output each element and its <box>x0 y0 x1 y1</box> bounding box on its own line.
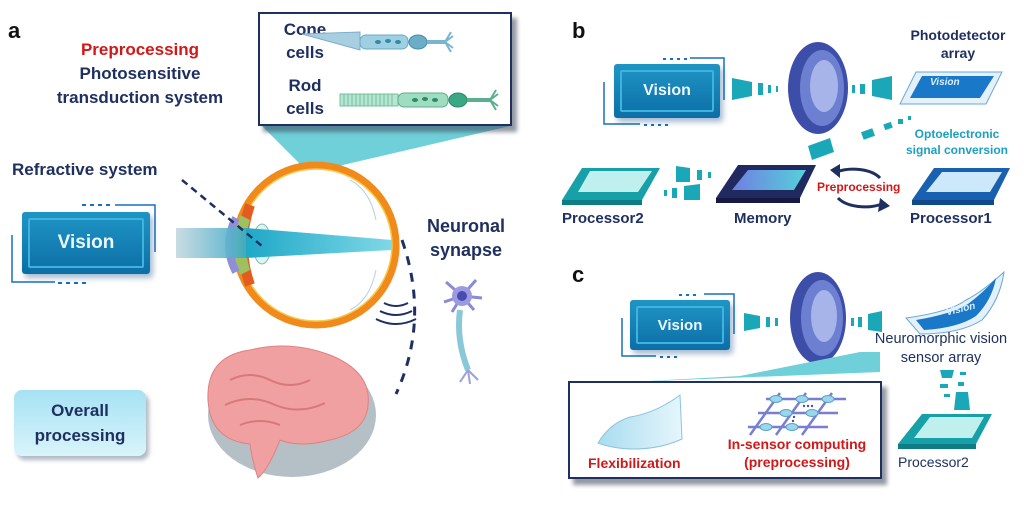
neuronal-line1: Neuronal <box>426 216 505 236</box>
rod-cell-icon <box>339 89 499 111</box>
refractive-system-label: Refractive system <box>12 160 158 179</box>
optoelectronic-label: Optoelectronic signal conversion <box>890 126 1024 158</box>
vision-box-b: Vision <box>614 64 720 118</box>
neuronal-line2: synapse <box>429 240 503 260</box>
cone-line2: cells <box>286 43 324 62</box>
vision-label-b: Vision <box>643 82 691 99</box>
features-inset: Flexibilization In-sensor computing (pre… <box>568 381 882 479</box>
neuromorphic-line1: Neuromorphic vision <box>874 331 1008 347</box>
neuromorphic-label: Neuromorphic vision sensor array <box>858 330 1024 368</box>
panel-a-label: a <box>8 18 21 43</box>
transduction-label: transduction system <box>56 88 224 107</box>
neuronal-synapse-label: Neuronal synapse <box>416 214 516 262</box>
optoelectronic-line2: signal conversion <box>905 143 1009 157</box>
processor2-label-c: Processor2 <box>898 454 969 470</box>
photodetector-screen-label: Vision <box>930 77 960 88</box>
flexibilization-label: Flexibilization <box>588 455 681 471</box>
photosensitive-caption: Preprocessing Photosensitive transductio… <box>40 38 240 110</box>
vision-label-c: Vision <box>657 316 703 334</box>
panel-b-label: b <box>572 18 586 43</box>
rod-line1: Rod <box>288 76 322 95</box>
overall-processing-box: Overall processing <box>14 390 146 456</box>
vision-box-a: Vision <box>22 212 150 274</box>
preprocessing-label-a: Preprocessing <box>80 40 200 59</box>
insensor-line2: (preprocessing) <box>744 454 850 470</box>
photodetector-line2: array <box>940 45 976 61</box>
rod-line2: cells <box>286 99 324 118</box>
insensor-line1: In-sensor computing <box>727 436 867 452</box>
neuromorphic-line2: sensor array <box>900 350 982 366</box>
panel-c-label: c <box>572 262 585 287</box>
in-sensor-computing-label: In-sensor computing (preprocessing) <box>712 435 882 471</box>
memory-label: Memory <box>734 210 792 227</box>
vision-box-c: Vision <box>630 300 730 350</box>
processor2-label-b: Processor2 <box>562 210 644 227</box>
cone-cell-icon <box>301 31 454 53</box>
photodetector-line1: Photodetector <box>910 27 1006 43</box>
retina-cells-inset: Cone cells Rod cells <box>258 12 512 126</box>
photosensitive-label: Photosensitive <box>79 64 201 83</box>
crossbar-array-icon <box>748 392 846 436</box>
overall-line1: Overall <box>51 401 109 420</box>
flexible-sheet-icon <box>597 394 683 450</box>
preprocessing-label-b: Preprocessing <box>817 180 901 194</box>
overall-line2: processing <box>34 426 126 445</box>
vision-label-a: Vision <box>57 232 115 253</box>
processor1-label: Processor1 <box>910 210 992 227</box>
optoelectronic-line1: Optoelectronic <box>914 127 1000 141</box>
rod-cells-label: Rod cells <box>270 74 340 120</box>
photodetector-array-label: Photodetector array <box>896 26 1020 62</box>
